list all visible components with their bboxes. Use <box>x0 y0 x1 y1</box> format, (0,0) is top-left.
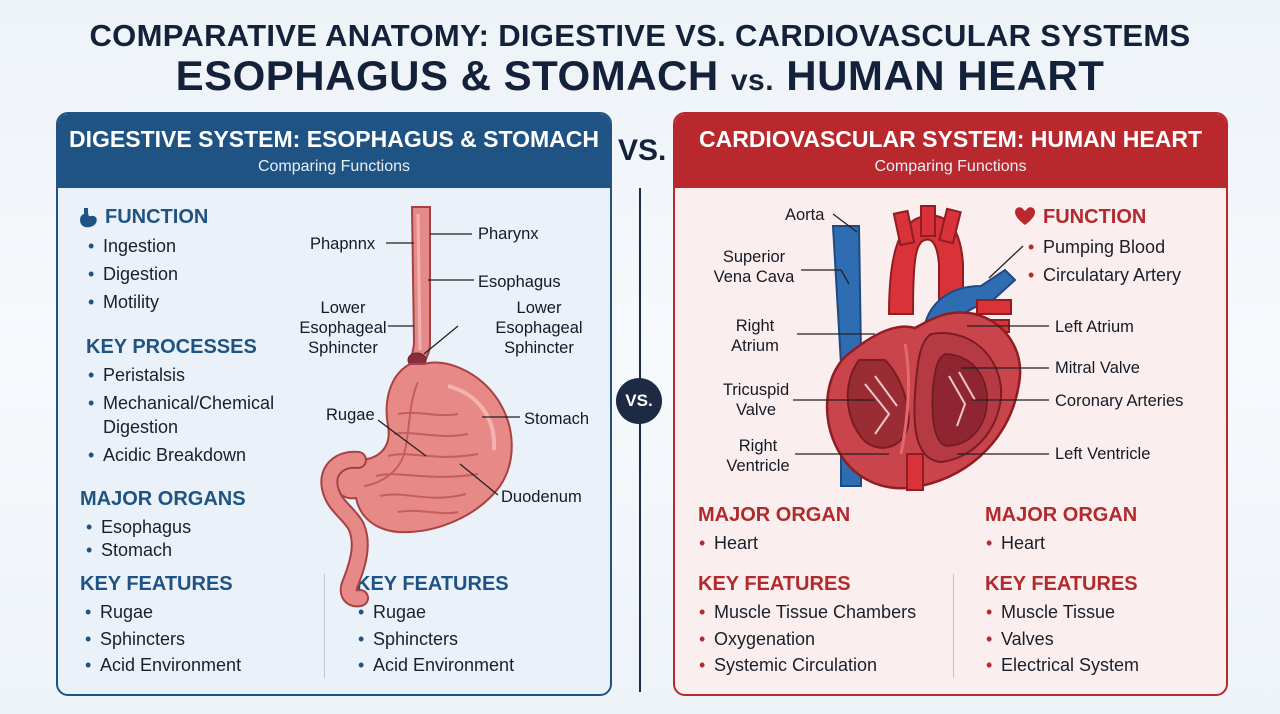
cardio-feature-item: Muscle Tissue Chambers <box>699 602 916 623</box>
digestive-panel-header: DIGESTIVE SYSTEM: ESOPHAGUS & STOMACH Co… <box>58 114 610 188</box>
label-line: Valve <box>735 401 777 419</box>
heart-icon <box>1015 207 1035 225</box>
label-svc: Superior Vena Cava <box>699 247 809 287</box>
cardio-key-features-heading: KEY FEATURES <box>698 573 851 595</box>
cardio-feature-item: Systemic Circulation <box>699 655 877 676</box>
process-item: Peristalsis <box>88 365 185 386</box>
label-line: Right <box>738 437 778 455</box>
organ-item: Heart <box>699 533 758 554</box>
cardio-feature-item: Muscle Tissue <box>986 602 1115 623</box>
label-stomach: Stomach <box>524 410 590 428</box>
label-line: Esophageal <box>495 319 583 337</box>
stomach-illustration <box>320 206 520 608</box>
cardio-function-item: Pumping Blood <box>1028 237 1165 258</box>
label-esophagus: Esophagus <box>478 273 561 291</box>
label-line: Lower <box>516 299 562 317</box>
feature-item: Rugae <box>358 602 426 623</box>
process-item: Mechanical/Chemical <box>88 393 274 414</box>
label-pharynx: Pharynx <box>478 225 539 243</box>
label-les-right: Lower Esophageal Sphincter <box>484 298 594 358</box>
process-item-text: Digestion <box>103 417 179 437</box>
major-organ-heading-2: MAJOR ORGAN <box>985 504 1138 526</box>
label-mitral-valve: Mitral Valve <box>1055 359 1140 377</box>
label-line: Atrium <box>731 337 779 355</box>
subtitle-left-part: ESOPHAGUS & STOMACH <box>175 52 719 99</box>
cardio-features-divider <box>953 574 954 678</box>
cardio-panel-subtitle: Comparing Functions <box>874 158 1027 175</box>
cardio-key-features-heading-2: KEY FEATURES <box>985 573 1138 595</box>
organ-item: Stomach <box>86 540 172 561</box>
subtitle-vs: vs. <box>730 64 775 97</box>
stomach-icon <box>80 208 97 228</box>
label-line: Tricuspid <box>722 381 790 399</box>
key-features-heading-2: KEY FEATURES <box>356 573 509 595</box>
feature-item: Rugae <box>85 602 153 623</box>
label-aorta: Aorta <box>785 206 825 224</box>
major-organ-heading: MAJOR ORGAN <box>698 504 851 526</box>
major-organs-heading: MAJOR ORGANS <box>80 488 246 510</box>
digestive-function-item: Digestion <box>88 264 178 285</box>
label-phapnnx: Phapnnx <box>310 235 376 253</box>
label-rugae: Rugae <box>326 406 375 424</box>
features-divider <box>324 574 325 678</box>
label-line: Ventricle <box>726 457 790 475</box>
label-duodenum: Duodenum <box>501 488 582 506</box>
label-line: Vena Cava <box>713 268 795 286</box>
label-left-ventricle: Left Ventricle <box>1055 445 1151 463</box>
label-tricuspid-valve: Tricuspid Valve <box>711 380 801 420</box>
digestive-function-item: Motility <box>88 292 159 313</box>
digestive-function-heading: FUNCTION <box>105 206 209 228</box>
cardio-panel-header: CARDIOVASCULAR SYSTEM: HUMAN HEART Compa… <box>675 114 1226 188</box>
center-divider <box>639 188 641 692</box>
label-les-left: Lower Esophageal Sphincter <box>288 298 398 358</box>
digestive-panel: DIGESTIVE SYSTEM: ESOPHAGUS & STOMACH Co… <box>56 112 612 696</box>
digestive-panel-subtitle: Comparing Functions <box>257 158 411 175</box>
organ-item: Esophagus <box>86 517 191 538</box>
label-line: Sphincter <box>504 339 574 357</box>
process-item-continued: Digestion <box>103 417 178 438</box>
cardio-panel-title: CARDIOVASCULAR SYSTEM: HUMAN HEART <box>698 126 1202 152</box>
cardio-feature-item: Electrical System <box>986 655 1139 676</box>
cardio-feature-item: Valves <box>986 629 1054 650</box>
feature-item: Sphincters <box>358 629 458 650</box>
feature-item: Acid Environment <box>358 655 514 676</box>
cardio-function-item: Circulatary Artery <box>1028 265 1181 286</box>
cardio-function-heading: FUNCTION <box>1043 206 1147 228</box>
label-line: Right <box>735 317 775 335</box>
feature-item: Acid Environment <box>85 655 241 676</box>
label-line: Esophageal <box>299 319 387 337</box>
heart-illustration <box>793 205 1049 491</box>
label-line: Superior <box>722 248 786 266</box>
key-features-heading: KEY FEATURES <box>80 573 233 595</box>
vs-badge: VS. <box>616 378 662 424</box>
feature-item: Sphincters <box>85 629 185 650</box>
key-processes-heading: KEY PROCESSES <box>86 336 257 358</box>
cardio-feature-item: Oxygenation <box>699 629 815 650</box>
cardio-panel: CARDIOVASCULAR SYSTEM: HUMAN HEART Compa… <box>673 112 1228 696</box>
vs-label: VS. <box>618 134 667 167</box>
label-right-atrium: Right Atrium <box>719 316 791 356</box>
label-line: Lower <box>320 299 366 317</box>
label-coronary-arteries: Coronary Arteries <box>1055 392 1184 410</box>
main-subtitle: ESOPHAGUS & STOMACH vs. HUMAN HEART <box>0 52 1280 100</box>
label-right-ventricle: Right Ventricle <box>715 436 801 476</box>
digestive-panel-title: DIGESTIVE SYSTEM: ESOPHAGUS & STOMACH <box>69 126 599 152</box>
main-title: COMPARATIVE ANATOMY: DIGESTIVE VS. CARDI… <box>89 18 1191 53</box>
label-left-atrium: Left Atrium <box>1055 318 1134 336</box>
subtitle-right-part: HUMAN HEART <box>786 52 1105 99</box>
process-item: Acidic Breakdown <box>88 445 246 466</box>
organ-item: Heart <box>986 533 1045 554</box>
label-line: Sphincter <box>308 339 378 357</box>
digestive-function-item: Ingestion <box>88 236 176 257</box>
